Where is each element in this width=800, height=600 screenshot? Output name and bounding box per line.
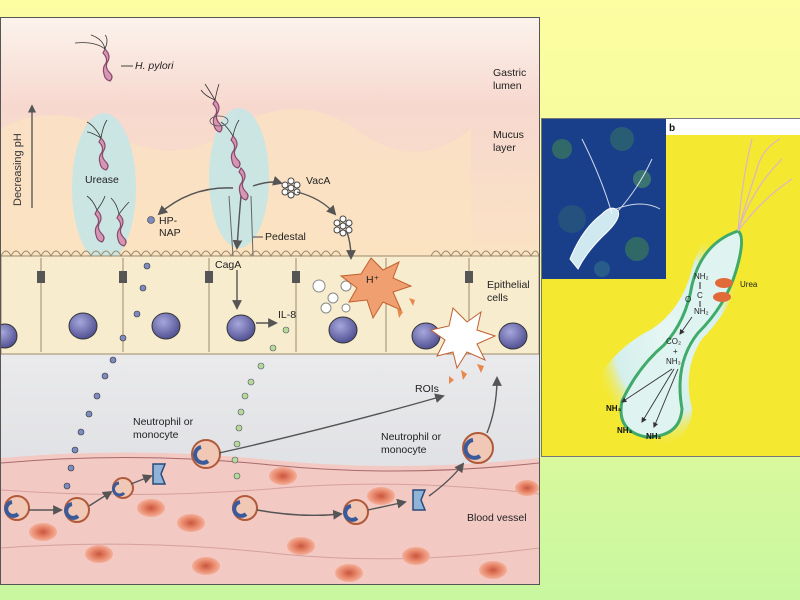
micrograph-texture <box>552 127 651 277</box>
h-pylori-bacteria <box>94 47 249 247</box>
cell-nuclei <box>1 312 528 350</box>
panel-b-label: b <box>669 123 675 134</box>
nh2-bottom-label: NH₂ <box>694 307 709 316</box>
h-plus-label: H⁺ <box>366 274 380 286</box>
nh3-label-1: NH₃ <box>606 404 622 413</box>
nh3-label-3: NH₃ <box>646 432 662 441</box>
flagella <box>74 34 240 215</box>
h-pylori-label: H. pylori <box>135 60 174 72</box>
pedestal-shape <box>228 195 254 257</box>
hp-nap-label: HP- <box>159 215 178 227</box>
neutrophil-left-label-2: monocyte <box>133 429 179 441</box>
il8-label: IL-8 <box>278 309 296 321</box>
red-blood-cells <box>29 467 539 582</box>
gastric-lumen-label: Gastric <box>493 67 526 79</box>
neutrophil-right-label: Neutrophil or <box>381 431 442 443</box>
nh3-mid-label: NH₃ <box>666 357 681 366</box>
product-arrows <box>621 316 693 428</box>
pedestal-label: Pedestal <box>265 231 306 243</box>
pathway-arrows <box>29 176 502 520</box>
il8-dots <box>231 326 290 480</box>
hp-nap-label-2: NAP <box>159 227 181 239</box>
ros-burst <box>429 307 497 370</box>
mucus-layer-label: Mucus <box>493 129 524 141</box>
decreasing-ph-label: Decreasing pH <box>12 133 24 206</box>
bacterium-flagella <box>737 138 793 232</box>
urease-cloud <box>72 113 136 263</box>
neutrophil-right-label-2: monocyte <box>381 444 427 456</box>
epithelial-cells-label-2: cells <box>487 292 508 304</box>
hp-nap-dots <box>63 216 155 490</box>
nh3-label-2: NH₃ <box>617 426 633 435</box>
panel-a-pathogenesis-diagram: Decreasing pH <box>0 17 540 585</box>
vacuoles <box>312 279 352 314</box>
blood-vessel-label: Blood vessel <box>467 512 527 524</box>
h-plus-burst <box>339 257 413 320</box>
panel-b-svg: b NH₂ C O NH₂ Urea CO₂ + NH₃ NH₃ NH₃ NH₃ <box>542 119 800 456</box>
caga-label: CagA <box>215 259 241 271</box>
plus-label: + <box>673 347 678 356</box>
urea-transporter-top <box>715 278 733 288</box>
panel-b-urease-diagram: b NH₂ C O NH₂ Urea CO₂ + NH₃ NH₃ NH₃ NH₃ <box>541 118 800 457</box>
neutrophil-left-label: Neutrophil or <box>133 416 194 428</box>
c-label: C <box>697 291 703 300</box>
immune-cells <box>4 432 494 525</box>
co2-label: CO₂ <box>666 337 681 346</box>
nh2-top-label: NH₂ <box>694 272 709 281</box>
epithelial-cells-label: Epithelial <box>487 279 530 291</box>
vaca-label: VacA <box>306 175 330 187</box>
o-label: O <box>685 295 691 304</box>
urea-transporter-bottom <box>713 292 731 302</box>
rois-label: ROIs <box>415 383 439 395</box>
mucus-layer-label-2: layer <box>493 142 516 154</box>
panel-b-header <box>666 119 800 135</box>
urease-label: Urease <box>85 174 119 186</box>
panel-a-svg: Decreasing pH <box>1 18 539 584</box>
micrograph-flagella <box>581 138 661 215</box>
ros-fragments <box>397 298 484 384</box>
motility-ring <box>209 115 229 127</box>
urea-label: Urea <box>740 280 758 289</box>
micrograph-bacterium <box>569 207 620 270</box>
urease-cloud-2 <box>209 108 269 248</box>
gastric-lumen-label-2: lumen <box>493 80 522 92</box>
vaca-molecules <box>281 177 353 237</box>
